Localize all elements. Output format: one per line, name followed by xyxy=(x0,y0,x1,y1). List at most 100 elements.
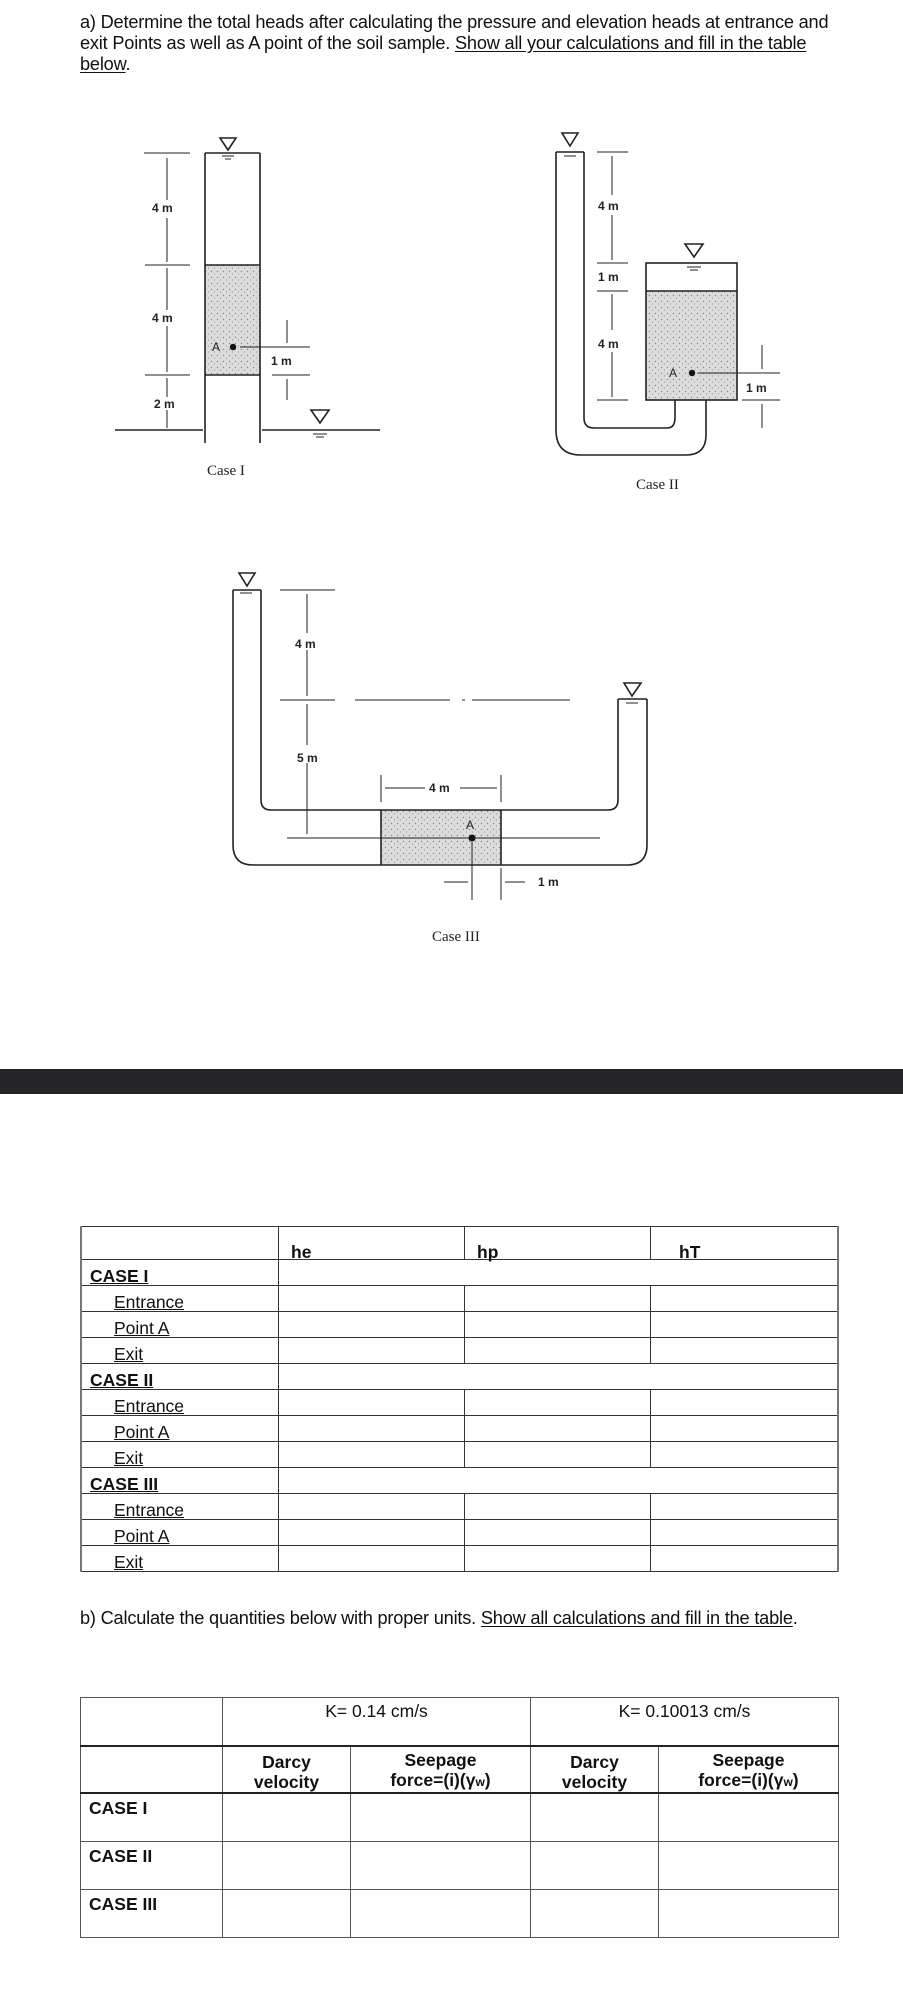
hp-input-cell[interactable] xyxy=(464,1441,651,1468)
part-a-period: . xyxy=(125,54,131,74)
heads-table-header-row: he hp hT xyxy=(80,1226,839,1261)
hp-input-cell[interactable] xyxy=(464,1519,651,1546)
case2-dim-1m: 1 m xyxy=(598,270,619,284)
ht-input-cell[interactable] xyxy=(650,1311,839,1338)
darcy-velocity-k2-cell[interactable] xyxy=(530,1889,659,1938)
header-ht: hT xyxy=(650,1226,839,1261)
part-b-instruction: b) Calculate the quantities below with p… xyxy=(80,1608,840,1629)
row-label: Entrance xyxy=(114,1396,185,1416)
seepage-force-k1-cell[interactable] xyxy=(350,1841,531,1890)
seepage-force-k2-cell[interactable] xyxy=(658,1841,839,1890)
row-label: Exit xyxy=(114,1552,144,1572)
heads-table: he hp hT CASE I Entrance Point A Exit CA… xyxy=(80,1226,839,1572)
case1-dim-bottom: 2 m xyxy=(154,397,175,411)
case-span-cell xyxy=(278,1259,839,1286)
hp-input-cell[interactable] xyxy=(464,1415,651,1442)
table-row: Entrance xyxy=(80,1389,839,1416)
case3-dim-width: 4 m xyxy=(429,781,450,795)
case-1-diagram xyxy=(115,137,380,443)
he-input-cell[interactable] xyxy=(278,1285,465,1312)
case-label: CASE III xyxy=(80,1889,223,1938)
table-row: Exit xyxy=(80,1545,839,1572)
case2-point-a-label: A xyxy=(669,366,677,380)
case-span-cell xyxy=(278,1467,839,1494)
table-row: Point A xyxy=(80,1519,839,1546)
darcy-velocity-k2-cell[interactable] xyxy=(530,1792,659,1842)
case2-dim-4m: 4 m xyxy=(598,337,619,351)
case-label: CASE III xyxy=(80,1467,279,1494)
case-2-group-row: CASE II xyxy=(80,1363,839,1390)
seepage-force-k1-cell[interactable] xyxy=(350,1792,531,1842)
part-a-instruction: a) Determine the total heads after calcu… xyxy=(80,12,840,75)
seepage-force-k1-cell[interactable] xyxy=(350,1889,531,1938)
k-header-row: K= 0.14 cm/s K= 0.10013 cm/s xyxy=(80,1697,839,1747)
he-input-cell[interactable] xyxy=(278,1441,465,1468)
case-3-group-row: CASE III xyxy=(80,1467,839,1494)
table-row: Exit xyxy=(80,1441,839,1468)
hp-input-cell[interactable] xyxy=(464,1285,651,1312)
row-label: Exit xyxy=(114,1448,144,1468)
case1-dim-top: 4 m xyxy=(152,201,173,215)
ht-input-cell[interactable] xyxy=(650,1545,839,1572)
part-a-underlined-text: Show all your calculations and fill in t… xyxy=(80,33,807,74)
case-label: CASE II xyxy=(80,1363,279,1390)
ht-input-cell[interactable] xyxy=(650,1441,839,1468)
case-label: CASE II xyxy=(80,1841,223,1890)
he-input-cell[interactable] xyxy=(278,1519,465,1546)
table-row: Entrance xyxy=(80,1493,839,1520)
ht-input-cell[interactable] xyxy=(650,1285,839,1312)
he-input-cell[interactable] xyxy=(278,1415,465,1442)
hp-input-cell[interactable] xyxy=(464,1389,651,1416)
hp-input-cell[interactable] xyxy=(464,1493,651,1520)
part-b-underlined-text: Show all calculations and fill in the ta… xyxy=(480,1608,793,1628)
k-header-1: K= 0.14 cm/s xyxy=(222,1697,531,1747)
seepage-force-k2-cell[interactable] xyxy=(658,1792,839,1842)
darcy-velocity-k1-cell[interactable] xyxy=(222,1841,351,1890)
case3-dim-5m: 5 m xyxy=(297,751,318,765)
ht-input-cell[interactable] xyxy=(650,1519,839,1546)
ht-input-cell[interactable] xyxy=(650,1389,839,1416)
table-row: CASE I xyxy=(80,1792,839,1842)
case-label: CASE I xyxy=(80,1792,223,1842)
blank-cell xyxy=(80,1697,223,1747)
k-header-2: K= 0.10013 cm/s xyxy=(530,1697,839,1747)
he-input-cell[interactable] xyxy=(278,1493,465,1520)
ht-input-cell[interactable] xyxy=(650,1493,839,1520)
row-label: Point A xyxy=(114,1526,170,1546)
case2-label: Case II xyxy=(636,477,679,493)
case3-dim-4m: 4 m xyxy=(295,637,316,651)
header-he: he xyxy=(278,1226,465,1261)
row-label: Point A xyxy=(114,1318,170,1338)
he-input-cell[interactable] xyxy=(278,1389,465,1416)
case1-label: Case I xyxy=(207,463,245,479)
case1-dim-mid: 4 m xyxy=(152,311,173,325)
row-label: Point A xyxy=(114,1422,170,1442)
ht-input-cell[interactable] xyxy=(650,1415,839,1442)
part-b-text: b) Calculate the quantities below with p… xyxy=(80,1608,481,1628)
case1-point-a-label: A xyxy=(212,340,220,354)
case-3-diagram xyxy=(232,572,648,900)
row-label: Exit xyxy=(114,1344,144,1364)
table-row: Point A xyxy=(80,1415,839,1442)
he-input-cell[interactable] xyxy=(278,1545,465,1572)
darcy-velocity-k1-cell[interactable] xyxy=(222,1792,351,1842)
case3-dim-a: 1 m xyxy=(538,875,559,889)
table-row: CASE III xyxy=(80,1889,839,1938)
he-input-cell[interactable] xyxy=(278,1311,465,1338)
darcy-velocity-k1-cell[interactable] xyxy=(222,1889,351,1938)
header-blank-cell xyxy=(80,1226,279,1260)
seepage-force-k2-cell[interactable] xyxy=(658,1889,839,1938)
hp-input-cell[interactable] xyxy=(464,1337,651,1364)
darcy-velocity-k2-cell[interactable] xyxy=(530,1841,659,1890)
case3-label: Case III xyxy=(432,929,480,945)
part-b-period: . xyxy=(792,1608,798,1628)
ht-input-cell[interactable] xyxy=(650,1337,839,1364)
table-row: CASE II xyxy=(80,1841,839,1890)
hp-input-cell[interactable] xyxy=(464,1311,651,1338)
he-input-cell[interactable] xyxy=(278,1337,465,1364)
hp-input-cell[interactable] xyxy=(464,1545,651,1572)
